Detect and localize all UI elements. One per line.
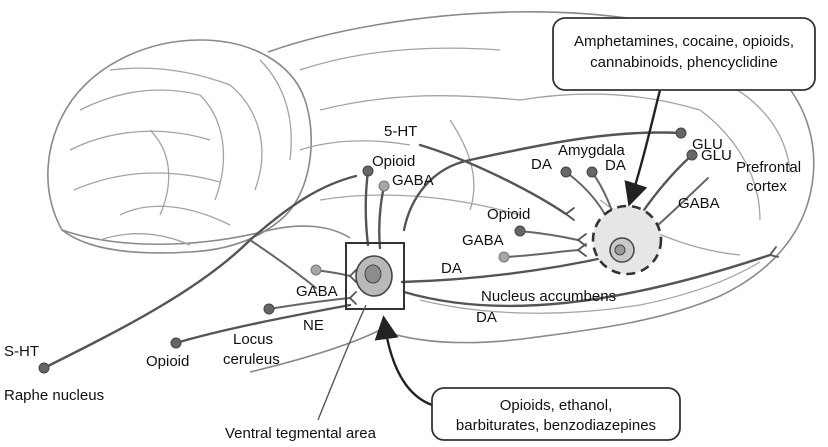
top-callout: Amphetamines, cocaine, opioids, cannabin… <box>553 18 815 90</box>
label-glu-mid: GLU <box>701 147 732 164</box>
label-ne: NE <box>303 317 324 334</box>
opioid-vta-pathway <box>366 171 368 245</box>
da-right-neuron <box>587 167 597 177</box>
5ht-raphe-pathway <box>44 176 356 368</box>
opioid-bottom-neuron <box>171 338 181 348</box>
vta-pointer-line <box>318 305 366 420</box>
label-nucleus-accumbens: Nucleus accumbens <box>481 288 616 305</box>
gaba-nac-neuron <box>499 252 509 262</box>
label-5ht-top: 5-HT <box>384 123 417 140</box>
opioid-nac-pathway <box>520 231 578 240</box>
vta-region <box>346 243 404 309</box>
top-callout-line1: Amphetamines, cocaine, opioids, <box>574 33 794 50</box>
label-opioid-vta: Opioid <box>372 153 415 170</box>
label-da-lower: DA <box>476 309 497 326</box>
label-opioid-bottom: Opioid <box>146 353 189 370</box>
label-gaba-nac: GABA <box>462 232 504 249</box>
label-gaba-pfc: GABA <box>678 195 720 212</box>
label-gaba-lc: GABA <box>296 283 338 300</box>
raphe-neuron <box>39 363 49 373</box>
top-callout-line2: cannabinoids, phencyclidine <box>590 54 778 71</box>
cerebellum-folds <box>70 60 291 245</box>
bottom-callout: Opioids, ethanol, barbiturates, benzodia… <box>432 388 680 440</box>
gaba-vta-neuron <box>379 181 389 191</box>
bottom-callout-line2: barbiturates, benzodiazepines <box>456 417 656 434</box>
ne-lc-neuron <box>264 304 274 314</box>
label-opioid-nac: Opioid <box>487 206 530 223</box>
label-locus-line2: ceruleus <box>223 351 280 368</box>
nac-core <box>615 245 625 255</box>
da-left-neuron <box>561 167 571 177</box>
bottom-callout-line1: Opioids, ethanol, <box>500 397 613 414</box>
vta-nucleus <box>365 265 381 283</box>
label-da-vta-nac: DA <box>441 260 462 277</box>
label-gaba-vta: GABA <box>392 172 434 189</box>
label-locus-line1: Locus <box>233 331 273 348</box>
label-da-amygdala-right: DA <box>605 157 626 174</box>
nucleus-accumbens-region <box>593 206 661 274</box>
opioid-nac-neuron <box>515 226 525 236</box>
top-callout-arrow <box>630 90 660 202</box>
label-ventral-tegmental-area: Ventral tegmental area <box>225 425 377 442</box>
glu-top-neuron <box>676 128 686 138</box>
raphe-connector <box>250 240 316 288</box>
label-da-amygdala-left: DA <box>531 156 552 173</box>
gaba-lc-neuron <box>311 265 321 275</box>
label-s-ht: S-HT <box>4 343 39 360</box>
brainstem-outline <box>62 226 350 244</box>
label-raphe-nucleus: Raphe nucleus <box>4 387 104 404</box>
label-prefrontal-line2: cortex <box>746 178 787 195</box>
gaba-nac-pathway <box>504 250 578 257</box>
label-prefrontal-line1: Prefrontal <box>736 159 801 176</box>
